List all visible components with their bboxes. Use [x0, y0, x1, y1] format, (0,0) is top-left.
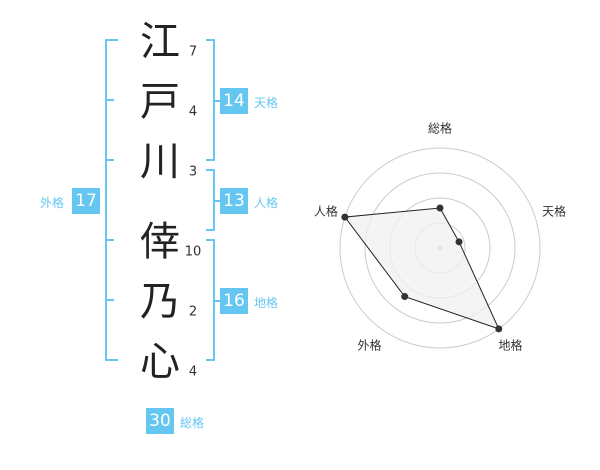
soukaku-label: 総格	[180, 416, 205, 430]
radar-axis-label-1: 総格	[427, 121, 453, 136]
soukaku-value: 30	[146, 408, 174, 434]
gaikaku-label: 外格	[40, 196, 65, 210]
radar-ring	[339, 147, 541, 349]
radar-series-area	[343, 207, 500, 330]
chikaku-label: 地格	[254, 296, 279, 310]
radar-axis-label-4: 外格	[357, 338, 382, 353]
radar-point-3	[495, 325, 503, 333]
radar-axis-label-3: 地格	[498, 338, 523, 353]
stroke-count-6: 4	[188, 364, 198, 380]
chikaku-value: 16	[220, 288, 248, 314]
gaikaku-value: 17	[72, 188, 100, 214]
radar-point-4	[401, 293, 409, 301]
stroke-count-4: 10	[184, 244, 202, 260]
jinkaku-value: 13	[220, 188, 248, 214]
stroke-count-2: 4	[188, 104, 198, 120]
radar-point-1	[436, 204, 444, 212]
radar-axis-label-5: 人格	[313, 204, 338, 219]
gaikaku-bracket	[105, 39, 118, 361]
jinkaku-label: 人格	[254, 196, 279, 210]
tenkaku-label: 天格	[254, 96, 279, 110]
radar-point-5	[341, 213, 349, 221]
stroke-count-3: 3	[188, 164, 198, 180]
radar-axis-label-2: 天格	[542, 204, 567, 219]
radar-point-2	[455, 238, 463, 246]
radar-ring	[364, 172, 516, 324]
tenkaku-value: 14	[220, 88, 248, 114]
stroke-count-1: 7	[188, 44, 198, 60]
stroke-count-5: 2	[188, 304, 198, 320]
